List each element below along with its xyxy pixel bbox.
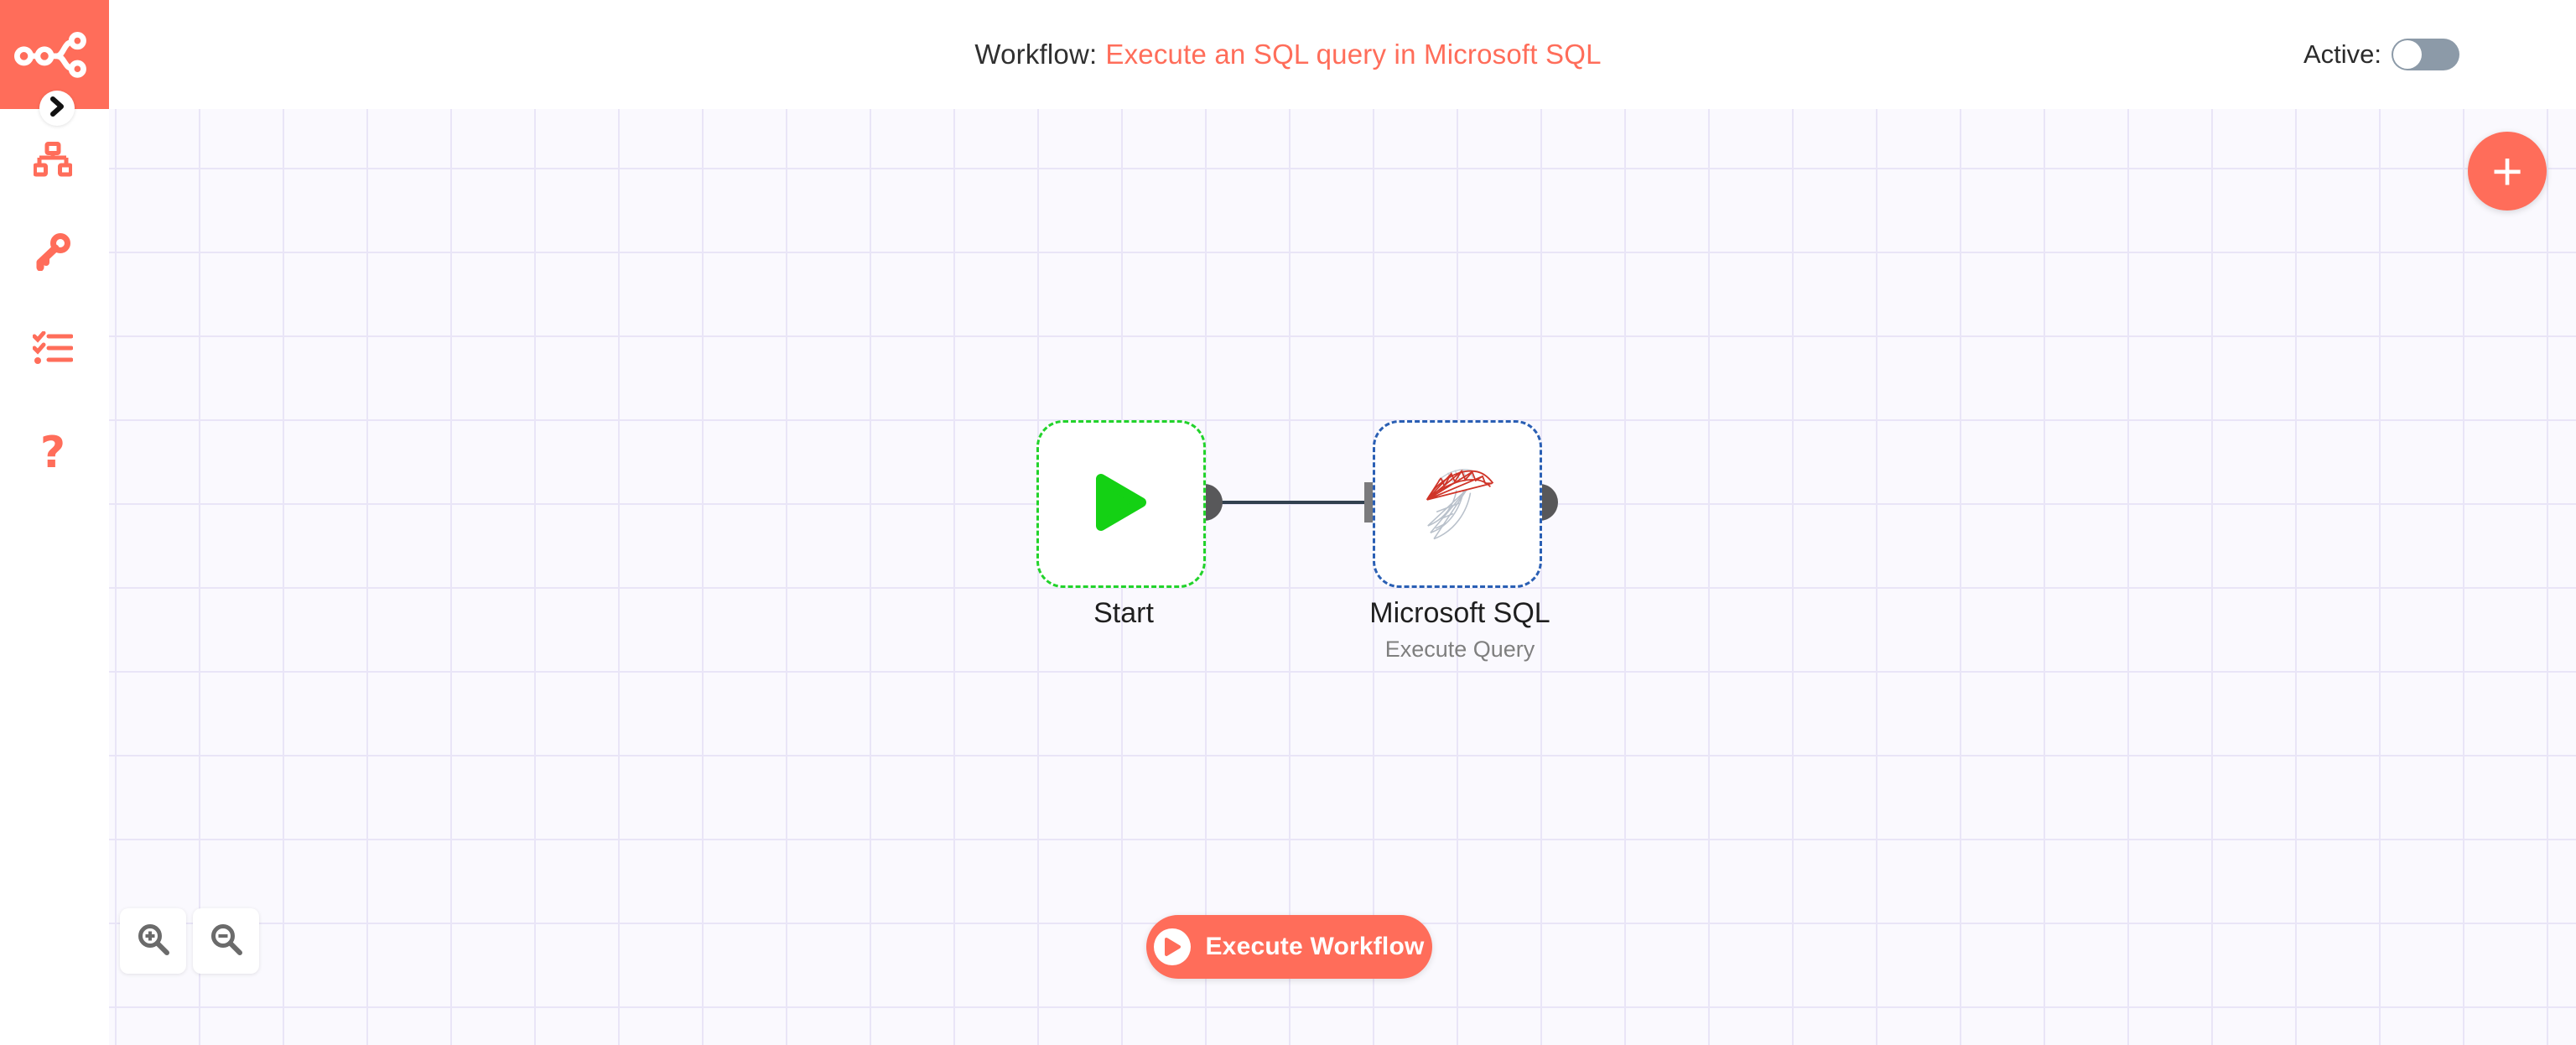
add-node-button[interactable]: + [2468, 132, 2547, 211]
chevron-right-icon [49, 96, 65, 121]
workflows-sitemap-icon [33, 141, 73, 181]
workflow-title: Workflow: Execute an SQL query in Micros… [0, 0, 2576, 109]
zoom-in-button[interactable] [120, 908, 186, 974]
node-start-labels: Start [997, 597, 1250, 630]
mssql-server-logo [1410, 455, 1505, 554]
sidebar-item-executions[interactable] [32, 330, 74, 371]
magnifier-minus-icon [209, 922, 244, 961]
credentials-key-icon [34, 232, 72, 275]
executions-checklist-icon [32, 330, 74, 371]
active-toggle[interactable] [2392, 39, 2459, 70]
sidebar-item-workflows[interactable] [33, 141, 73, 181]
connection-line[interactable] [1204, 501, 1373, 504]
magnifier-plus-icon [136, 922, 171, 961]
execute-workflow-label: Execute Workflow [1205, 933, 1425, 960]
workflow-canvas[interactable]: Start [109, 109, 2576, 1045]
sidebar-item-help[interactable]: ? [33, 428, 73, 478]
workflow-name[interactable]: Execute an SQL query in Microsoft SQL [1105, 39, 1602, 70]
execute-workflow-button[interactable]: Execute Workflow [1146, 915, 1432, 979]
sidebar: ? [0, 109, 109, 1045]
node-subtitle: Execute Query [1384, 637, 1535, 662]
plus-icon: + [2491, 141, 2523, 201]
node-mssql-labels: Microsoft SQL Execute Query [1333, 597, 1587, 663]
active-label: Active: [2303, 39, 2381, 69]
active-toggle-group: Active: [2303, 0, 2459, 109]
node-microsoft-sql[interactable]: Microsoft SQL Execute Query [1369, 420, 1550, 662]
zoom-out-button[interactable] [193, 908, 259, 974]
play-triangle-icon [1094, 471, 1148, 538]
play-circle-icon [1154, 928, 1192, 965]
node-name: Start [1093, 597, 1154, 629]
header-bar: Workflow: Execute an SQL query in Micros… [0, 0, 2576, 109]
n8n-logo-icon [14, 23, 95, 86]
node-start[interactable]: Start [1036, 420, 1206, 629]
node-name: Microsoft SQL [1369, 597, 1550, 629]
help-question-icon: ? [39, 428, 66, 478]
active-toggle-knob[interactable] [2393, 40, 2422, 69]
workflow-title-prefix: Workflow: [974, 39, 1098, 70]
sidebar-collapse-button[interactable] [39, 91, 75, 126]
sidebar-item-credentials[interactable] [33, 232, 73, 275]
